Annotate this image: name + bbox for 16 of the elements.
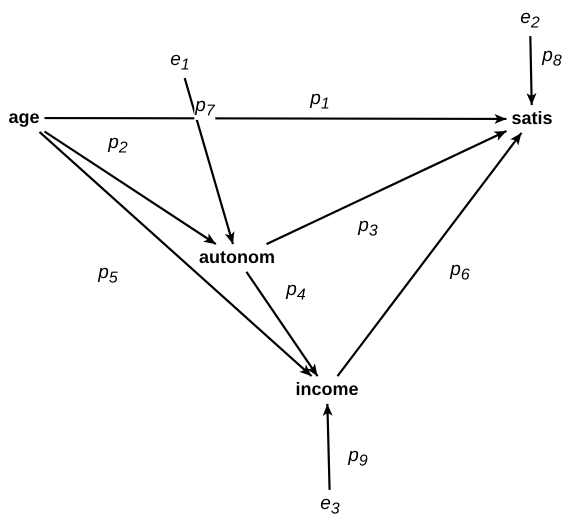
error-term-label: e$_{2}$ — [518, 6, 542, 34]
arrow — [322, 404, 333, 490]
variable-label: autonom — [197, 247, 277, 269]
arrow — [44, 114, 506, 124]
error-term-label: e$_{3}$ — [318, 492, 342, 520]
variable-label: age — [6, 107, 42, 129]
arrow — [184, 78, 234, 244]
arrow — [38, 131, 312, 377]
variable-label: income — [293, 379, 361, 401]
arrow — [246, 271, 318, 377]
error-term-label: e$_{1}$ — [168, 48, 192, 76]
arrow — [44, 130, 216, 246]
variable-label: satis — [509, 108, 555, 130]
arrow — [526, 36, 536, 106]
arrow — [266, 130, 507, 246]
arrow — [336, 132, 522, 377]
